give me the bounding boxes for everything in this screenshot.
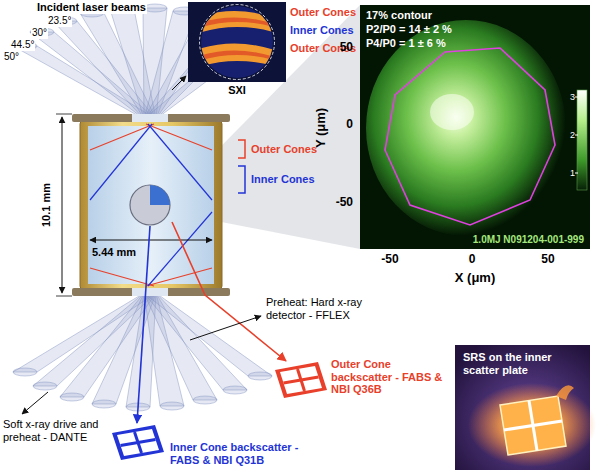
photo-caption: SRS on the inner scatter plate xyxy=(463,351,585,376)
tick-label: -50 xyxy=(336,196,353,210)
angle-label: 30° xyxy=(31,27,48,39)
cone-label: Outer Cones xyxy=(290,6,356,19)
scatter-plate: Inner Cone backscatter - FABS & NBI Q31B xyxy=(112,425,164,460)
scatter-plate: Outer Cone backscatter - FABS & NBI Q36B xyxy=(275,362,327,398)
image-annotation: 17% contour xyxy=(366,9,432,22)
srs-photo: SRS on the inner scatter plate xyxy=(455,345,590,470)
angle-label: 23.5° xyxy=(47,15,72,27)
image-annotation: P2/P0 = 14 ± 2 % xyxy=(366,23,452,36)
colorbar-tick: 1 xyxy=(570,168,575,178)
colorbar-tick: 2 xyxy=(570,130,575,140)
colorbar-tick: 3 xyxy=(570,92,575,102)
sxi-image: SXI xyxy=(188,2,286,82)
detector-label: Inner Cone backscatter - FABS & NBI Q31B xyxy=(170,441,320,466)
dimension-label: 10.1 mm xyxy=(40,183,53,227)
cone-label: Outer Cones xyxy=(251,143,317,156)
angle-label: 50° xyxy=(3,51,20,63)
figure-heading: Incident laser beams xyxy=(36,1,147,14)
tick-label: 0 xyxy=(469,253,476,267)
image-caption: SXI xyxy=(227,84,247,97)
tick-label: -50 xyxy=(381,253,398,267)
image-annotation: P4/P0 = 1 ± 6 % xyxy=(366,37,446,50)
tick-label: 50 xyxy=(541,253,554,267)
detector-label: Preheat: Hard x-ray detector - FFLEX xyxy=(266,296,374,321)
symmetry-image: 17% contourP2/P0 = 14 ± 2 %P4/P0 = 1 ± 6… xyxy=(360,5,590,249)
cone-label: Inner Cones xyxy=(290,24,354,37)
angle-label: 44.5° xyxy=(10,39,35,51)
axis-title: X (μm) xyxy=(455,271,495,286)
tick-label: 0 xyxy=(346,118,353,132)
dimension-label: 5.44 mm xyxy=(92,246,136,259)
shot-number: 1.0MJ N091204-001-999 xyxy=(473,234,584,246)
axis-title: Y (μm) xyxy=(314,108,329,148)
detector-label: Soft x-ray drive and preheat - DANTE xyxy=(3,418,103,443)
cone-label: Inner Cones xyxy=(251,173,315,186)
detector-label: Outer Cone backscatter - FABS & NBI Q36B xyxy=(331,358,451,396)
tick-label: 50 xyxy=(340,41,353,55)
